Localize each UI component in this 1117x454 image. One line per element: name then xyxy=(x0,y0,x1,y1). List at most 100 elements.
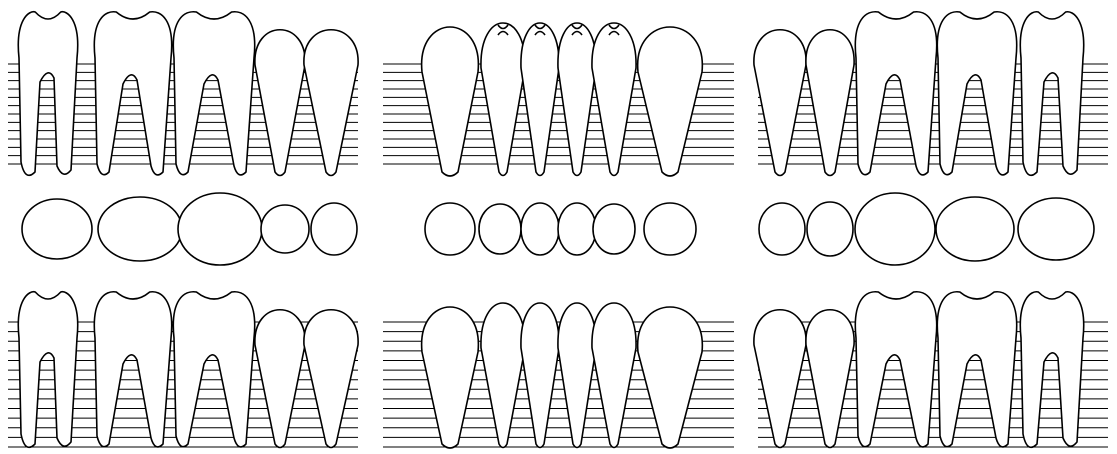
occlusal-tooth-11[interactable] xyxy=(521,203,559,255)
occlusal-outline xyxy=(1018,198,1094,260)
tooth-outline xyxy=(558,303,596,448)
occlusal-outline xyxy=(178,193,262,265)
tooth-outline xyxy=(304,310,358,448)
tooth-outline xyxy=(422,307,479,448)
lower-tooth-48[interactable] xyxy=(18,292,77,448)
occlusal-outline xyxy=(558,203,596,255)
tooth-outline xyxy=(94,292,171,447)
occlusal-outline xyxy=(479,204,521,254)
lower-tooth-47[interactable] xyxy=(94,292,171,447)
upper-tooth-22[interactable] xyxy=(592,23,636,176)
lower-tooth-45[interactable] xyxy=(255,310,305,448)
occlusal-tooth-28[interactable] xyxy=(1018,198,1094,260)
upper-tooth-11[interactable] xyxy=(521,23,559,176)
upper-tooth-24[interactable] xyxy=(754,30,806,176)
occlusal-outline xyxy=(22,199,92,259)
occlusal-tooth-23[interactable] xyxy=(644,203,696,255)
upper-tooth-27[interactable] xyxy=(937,12,1016,175)
occlusal-tooth-15[interactable] xyxy=(261,205,309,253)
tooth-outline xyxy=(855,12,936,175)
lower-tooth-41[interactable] xyxy=(521,303,559,448)
lower-tooth-43[interactable] xyxy=(422,307,479,448)
tooth-outline xyxy=(304,30,358,176)
occlusal-outline xyxy=(311,203,357,255)
upper-tooth-17[interactable] xyxy=(94,12,171,175)
occlusal-outline xyxy=(98,197,182,261)
tooth-outline xyxy=(481,23,525,176)
occlusal-outline xyxy=(521,203,559,255)
tooth-outline xyxy=(173,12,254,175)
upper-tooth-13[interactable] xyxy=(422,27,479,176)
upper-jaw xyxy=(18,12,1083,176)
occlusal-outline xyxy=(759,203,805,255)
upper-tooth-28[interactable] xyxy=(1020,12,1083,176)
tooth-outline xyxy=(592,23,636,176)
tooth-outline xyxy=(558,23,596,176)
tooth-outline xyxy=(1020,292,1083,448)
lower-tooth-36[interactable] xyxy=(855,292,936,447)
tooth-outline xyxy=(855,292,936,447)
occlusal-tooth-17[interactable] xyxy=(98,197,182,261)
occlusal-outline xyxy=(855,193,935,265)
tooth-outline xyxy=(255,310,305,448)
occlusal-tooth-21[interactable] xyxy=(558,203,596,255)
occlusal-tooth-14[interactable] xyxy=(311,203,357,255)
occlusal-outline xyxy=(593,204,635,254)
tooth-outline xyxy=(94,12,171,175)
occlusal-outline xyxy=(936,197,1014,261)
upper-tooth-26[interactable] xyxy=(855,12,936,175)
tooth-outline xyxy=(422,27,479,176)
occlusal-tooth-25[interactable] xyxy=(807,202,853,256)
occlusal-tooth-26[interactable] xyxy=(855,193,935,265)
occlusal-outline xyxy=(807,202,853,256)
upper-tooth-23[interactable] xyxy=(638,27,703,176)
tooth-outline xyxy=(521,23,559,176)
occlusal-tooth-13[interactable] xyxy=(425,203,475,255)
tooth-outline xyxy=(638,307,703,448)
upper-tooth-14[interactable] xyxy=(304,30,358,176)
upper-tooth-12[interactable] xyxy=(481,23,525,176)
upper-tooth-18[interactable] xyxy=(18,12,77,176)
lower-tooth-33[interactable] xyxy=(638,307,703,448)
occlusal-outline xyxy=(261,205,309,253)
lower-tooth-42[interactable] xyxy=(481,303,525,448)
lower-jaw xyxy=(18,292,1083,448)
tooth-outline xyxy=(754,30,806,176)
occlusal-tooth-27[interactable] xyxy=(936,197,1014,261)
occlusal-tooth-18[interactable] xyxy=(22,199,92,259)
upper-tooth-21[interactable] xyxy=(558,23,596,176)
tooth-outline xyxy=(521,303,559,448)
lower-tooth-44[interactable] xyxy=(304,310,358,448)
tooth-outline xyxy=(1020,12,1083,176)
lower-tooth-32[interactable] xyxy=(592,303,636,448)
lower-tooth-37[interactable] xyxy=(937,292,1016,447)
tooth-outline xyxy=(592,303,636,448)
occlusal-tooth-16[interactable] xyxy=(178,193,262,265)
upper-tooth-25[interactable] xyxy=(806,30,854,176)
tooth-outline xyxy=(18,292,77,448)
upper-tooth-15[interactable] xyxy=(255,30,305,176)
occlusal-row xyxy=(22,193,1094,265)
occlusal-tooth-12[interactable] xyxy=(479,204,521,254)
upper-tooth-16[interactable] xyxy=(173,12,254,175)
lower-tooth-31[interactable] xyxy=(558,303,596,448)
tooth-outline xyxy=(481,303,525,448)
tooth-outline xyxy=(18,12,77,176)
tooth-outline xyxy=(937,12,1016,175)
occlusal-tooth-22[interactable] xyxy=(593,204,635,254)
tooth-outline xyxy=(754,310,806,448)
tooth-outline xyxy=(255,30,305,176)
lower-tooth-46[interactable] xyxy=(173,292,254,447)
tooth-outline xyxy=(173,292,254,447)
occlusal-outline xyxy=(425,203,475,255)
tooth-outline xyxy=(806,310,854,448)
tooth-outline xyxy=(937,292,1016,447)
tooth-outline xyxy=(638,27,703,176)
lower-tooth-34[interactable] xyxy=(754,310,806,448)
occlusal-outline xyxy=(644,203,696,255)
tooth-outline xyxy=(806,30,854,176)
occlusal-tooth-24[interactable] xyxy=(759,203,805,255)
lower-tooth-38[interactable] xyxy=(1020,292,1083,448)
lower-tooth-35[interactable] xyxy=(806,310,854,448)
